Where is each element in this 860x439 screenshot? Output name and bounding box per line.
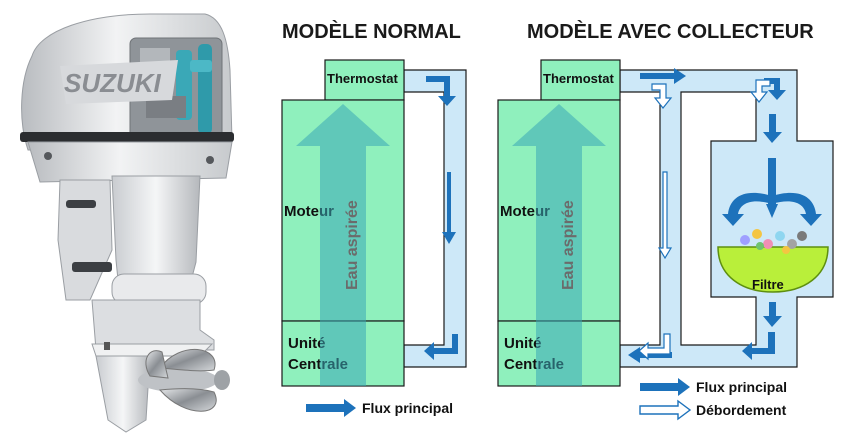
- propeller-blade: [159, 348, 216, 372]
- flow-arrow: [763, 302, 782, 327]
- diagram-title: MODÈLE AVEC COLLECTEUR: [527, 20, 814, 43]
- propeller-blade: [158, 388, 217, 412]
- filter-bowl: [717, 246, 829, 293]
- gearcase: [95, 355, 151, 433]
- diagram-normal-model: MODÈLE NORMAL Thermostat Moteur Unité Ce…: [281, 20, 467, 387]
- thermostat-label: Thermostat: [327, 71, 398, 86]
- debris-particles: [740, 229, 807, 254]
- engine-block-part: [146, 96, 186, 118]
- flow-arrow: [424, 334, 458, 360]
- legend-collector: Flux principal Débordement: [639, 378, 787, 421]
- tilt-lever: [66, 200, 96, 208]
- thermostat-label: Thermostat: [543, 71, 614, 86]
- overflow-arrow: [638, 333, 671, 361]
- central-unit-label-line1: Unité: [288, 335, 326, 352]
- central-unit-label-line1: Unité: [504, 335, 542, 352]
- lower-cowling: [27, 141, 233, 183]
- legend-main-flow-label: Flux principal: [696, 379, 787, 395]
- filter-label: Filtre: [752, 277, 784, 292]
- brand-panel: [60, 60, 178, 104]
- legend-overflow-label: Débordement: [696, 402, 787, 418]
- cooling-pipe: [198, 44, 212, 134]
- legend-main-flow-arrow: [640, 378, 690, 396]
- overflow-arrow: [651, 83, 673, 109]
- clamp-bracket: [57, 179, 113, 301]
- circuit-inner-gap: [680, 91, 757, 346]
- diagram-collector-model: MODÈLE AVEC COLLECTEUR Thermostat Moteur…: [497, 20, 834, 387]
- legend-main-flow-arrow: [306, 399, 356, 417]
- intake-water-arrow: [512, 104, 606, 386]
- trim-cylinder: [72, 262, 112, 272]
- propeller-blade: [145, 350, 169, 379]
- thermostat-box: [540, 59, 621, 101]
- overflow-arrow: [657, 171, 673, 260]
- cowling-band: [20, 132, 234, 142]
- cooling-pipe: [190, 60, 212, 72]
- thermostat-box: [324, 59, 405, 101]
- cowling-latch: [44, 152, 52, 160]
- overflow-arrow: [749, 79, 771, 103]
- flow-arrow: [763, 114, 782, 143]
- intake-water-label: Eau aspirée: [560, 200, 577, 290]
- flow-arrow: [426, 76, 456, 106]
- cowling-latch: [206, 156, 214, 164]
- intake-water-arrow: [296, 104, 390, 386]
- intake-water-label: Eau aspirée: [344, 200, 361, 290]
- outboard-motor-photo: SUZUKI: [20, 13, 234, 433]
- flow-arrow: [442, 172, 456, 244]
- flow-arrow: [742, 332, 775, 360]
- cooling-water-circuit: [403, 69, 467, 368]
- propeller-nut: [214, 370, 230, 390]
- legend-overflow-arrow: [639, 399, 692, 421]
- flow-arrow: [640, 68, 686, 84]
- water-intake-grille: [104, 342, 110, 350]
- filter-split-arrow: [722, 158, 822, 226]
- overflow-arrows: [638, 79, 771, 361]
- legend-normal: Flux principal: [306, 399, 453, 417]
- legend-main-flow-label: Flux principal: [362, 400, 453, 416]
- diagram-title: MODÈLE NORMAL: [282, 20, 461, 43]
- lower-unit: [91, 299, 215, 351]
- brand-logo: SUZUKI: [64, 68, 162, 98]
